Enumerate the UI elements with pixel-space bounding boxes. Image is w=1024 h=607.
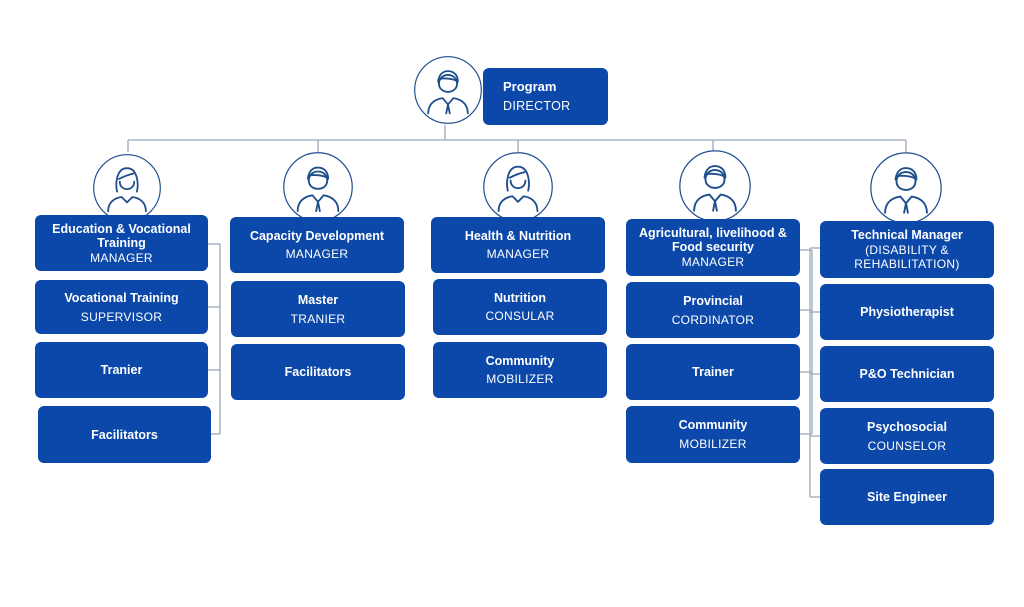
staff-title: Provincial bbox=[683, 293, 743, 308]
staff-box: Tranier bbox=[35, 342, 208, 398]
staff-title: Trainer bbox=[692, 365, 734, 379]
manager-title: Agricultural, livelihood & Food security bbox=[639, 226, 787, 254]
director-role: DIRECTOR bbox=[503, 99, 571, 113]
director-title: Program bbox=[503, 79, 557, 94]
manager-role: MANAGER bbox=[90, 250, 153, 265]
manager-role: MANAGER bbox=[285, 247, 349, 261]
staff-title: Nutrition bbox=[493, 291, 547, 305]
staff-title: Psychosocial bbox=[867, 419, 947, 434]
male-person-icon bbox=[870, 152, 942, 224]
manager-box: Agricultural, livelihood & Food security… bbox=[626, 219, 800, 276]
staff-box: Nutrition CONSULAR bbox=[433, 279, 607, 335]
staff-title: Community bbox=[678, 418, 748, 432]
staff-box: Facilitators bbox=[231, 344, 405, 400]
staff-role: TRANIER bbox=[290, 311, 346, 326]
manager-role: MANAGER bbox=[486, 247, 550, 261]
staff-role: CORDINATOR bbox=[671, 312, 755, 327]
staff-box: Physiotherapist bbox=[820, 284, 994, 340]
manager-box: Health & Nutrition MANAGER bbox=[431, 217, 605, 273]
female-person-icon bbox=[93, 154, 161, 222]
male-person-icon bbox=[679, 150, 751, 222]
manager-role: (DISABILITY & REHABILITATION) bbox=[854, 243, 960, 271]
staff-box: Facilitators bbox=[38, 406, 211, 463]
staff-box: Provincial CORDINATOR bbox=[626, 282, 800, 338]
staff-title: Facilitators bbox=[91, 427, 158, 442]
staff-title: Vocational Training bbox=[64, 290, 179, 305]
manager-box: Technical Manager (DISABILITY & REHABILI… bbox=[820, 221, 994, 278]
staff-role: SUPERVISOR bbox=[80, 309, 163, 324]
manager-title: Education & Vocational Training bbox=[52, 221, 191, 250]
staff-role: CONSULAR bbox=[485, 309, 555, 323]
staff-box: Community MOBILIZER bbox=[626, 406, 800, 463]
manager-title: Capacity Development bbox=[249, 229, 385, 243]
staff-title: P&O Technician bbox=[859, 367, 955, 381]
manager-box: Capacity Development MANAGER bbox=[230, 217, 404, 273]
staff-box: Master TRANIER bbox=[231, 281, 405, 337]
staff-role: MOBILIZER bbox=[486, 372, 554, 386]
staff-role: MOBILIZER bbox=[679, 437, 747, 451]
staff-title: Tranier bbox=[100, 363, 143, 377]
male-person-icon bbox=[283, 152, 353, 222]
staff-title: Community bbox=[485, 354, 555, 368]
manager-title: Health & Nutrition bbox=[464, 229, 572, 243]
staff-box: Site Engineer bbox=[820, 469, 994, 525]
manager-role: MANAGER bbox=[681, 255, 745, 269]
female-person-icon bbox=[483, 152, 553, 222]
male-person-icon bbox=[414, 56, 482, 124]
staff-title: Facilitators bbox=[284, 365, 352, 379]
staff-box: Community MOBILIZER bbox=[433, 342, 607, 398]
staff-title: Master bbox=[297, 292, 339, 307]
staff-box: Trainer bbox=[626, 344, 800, 400]
manager-title: Technical Manager bbox=[851, 228, 963, 242]
staff-title: Site Engineer bbox=[867, 490, 947, 504]
manager-box: Education & Vocational Training MANAGER bbox=[35, 215, 208, 271]
staff-box: Psychosocial COUNSELOR bbox=[820, 408, 994, 464]
staff-title: Physiotherapist bbox=[860, 305, 954, 319]
staff-box: P&O Technician bbox=[820, 346, 994, 402]
director-box: Program DIRECTOR bbox=[483, 68, 608, 125]
staff-box: Vocational Training SUPERVISOR bbox=[35, 280, 208, 334]
staff-role: COUNSELOR bbox=[867, 438, 947, 453]
